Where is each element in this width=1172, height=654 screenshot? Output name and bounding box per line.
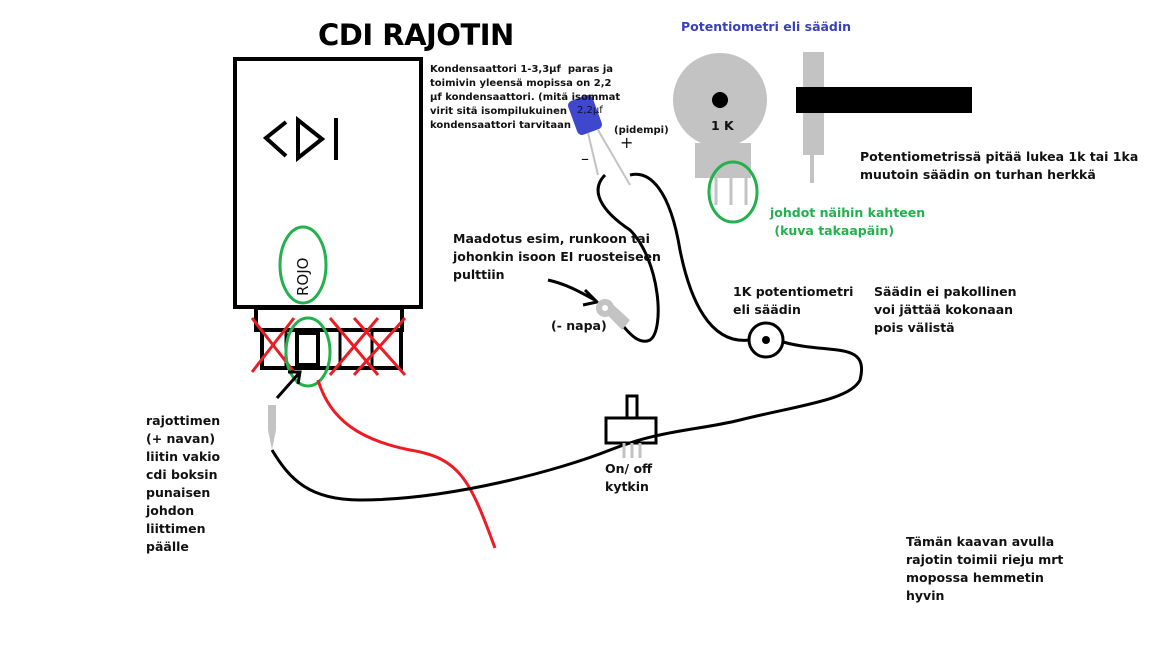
longer-lead-label: (pidempi): [614, 125, 669, 136]
potentiometer-symbol-label: 1K potentiometri eli säädin: [733, 284, 854, 317]
capacitor-icon: [568, 95, 602, 135]
rojo-label: ROJO: [294, 257, 312, 296]
connector-note: rajottimen (+ navan) liitin vakio cdi bo…: [146, 413, 221, 554]
potentiometer-note: Potentiometrissä pitää lukea 1k tai 1ka …: [860, 149, 1139, 182]
minus-label: –: [581, 149, 589, 168]
black-wire-pot: [629, 172, 751, 342]
cdi-logo: [262, 115, 338, 163]
potentiometer-symbol-icon: [747, 321, 785, 359]
plus-label: +: [620, 133, 634, 152]
wires-note: johdot näihin kahteen (kuva takaapäin): [770, 205, 926, 238]
ground-arrow-icon: [547, 278, 601, 307]
cross-marks: [250, 316, 407, 377]
switch-icon: [604, 416, 658, 445]
capacitor-value: 2,2µf: [577, 105, 603, 116]
pins-highlight: [707, 160, 759, 224]
potentiometer-title: Potentiometri eli säädin: [681, 19, 852, 34]
switch-label: On/ off kytkin: [605, 461, 653, 494]
potentiometer-value: 1 K: [711, 118, 734, 133]
capacitor-note: Kondensaattori 1-3,3µf paras ja toimivin…: [430, 64, 621, 131]
terminal-block: [260, 328, 403, 370]
rojo-terminal: [295, 331, 320, 367]
potentiometer-shaft: [796, 87, 972, 113]
black-wire-ground: [596, 173, 660, 343]
plug-icon: [268, 405, 276, 450]
conclusion-note: Tämän kaavan avulla rajotin toimii rieju…: [906, 534, 1064, 603]
optional-note: Säädin ei pakollinen voi jättää kokonaan…: [874, 284, 1017, 335]
cdi-box: [233, 57, 423, 309]
arrow-icon: [275, 370, 302, 399]
ground-note: Maadotus esim, runkoon tai johonkin isoo…: [453, 231, 661, 282]
ground-label: (- napa): [551, 318, 607, 333]
rojo-highlight: [278, 225, 328, 305]
red-wire: [316, 379, 497, 549]
page-title: CDI RAJOTIN: [318, 18, 514, 52]
terminal-highlight: [284, 316, 332, 388]
